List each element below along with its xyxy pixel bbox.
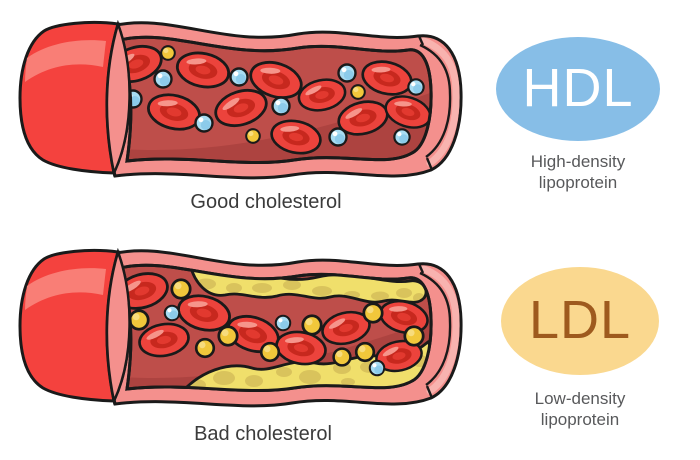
ldl-bubble: LDL [501,267,659,375]
hdl-caption-line2: lipoprotein [538,173,618,192]
hdl-particle [163,304,181,322]
ldl-particle [301,314,323,336]
ldl-particle [194,337,216,359]
plaque-blobs-top [196,278,425,303]
ldl-particle [350,84,366,100]
ldl-caption: Low-density lipoprotein [501,388,659,430]
ldl-particle [362,302,384,324]
hdl-particle [271,96,291,116]
ldl-particle [245,128,261,144]
hdl-caption: High-density lipoprotein [496,151,660,193]
ldl-particle [403,325,425,347]
hdl-particle [274,314,292,332]
bad-vessel-label: Bad cholesterol [194,423,332,445]
ldl-particle [170,278,192,300]
hdl-particle [229,67,249,87]
good-vessel-label: Good cholesterol [190,191,342,213]
ldl-particle [128,309,150,331]
hdl-particle [368,359,386,377]
ldl-particle [217,325,239,347]
hdl-bubble: HDL [496,37,660,141]
ldl-particle [259,341,281,363]
vessel-good [20,22,461,182]
vessel-bad [20,250,461,410]
hdl-particle [194,113,214,133]
hdl-bubble-label: HDL [522,57,634,118]
hdl-particle [337,63,357,83]
ldl-particle [354,341,376,363]
hdl-caption-line1: High-density [530,152,626,171]
hdl-particle [328,127,348,147]
hdl-particle [407,78,425,96]
ldl-caption-line2: lipoprotein [540,410,620,429]
ldl-caption-line1: Low-density [534,389,626,408]
hdl-particle [153,69,173,89]
hdl-particle [393,128,411,146]
ldl-bubble-label: LDL [528,289,632,350]
ldl-particle [160,45,176,61]
ldl-particle [332,347,352,367]
